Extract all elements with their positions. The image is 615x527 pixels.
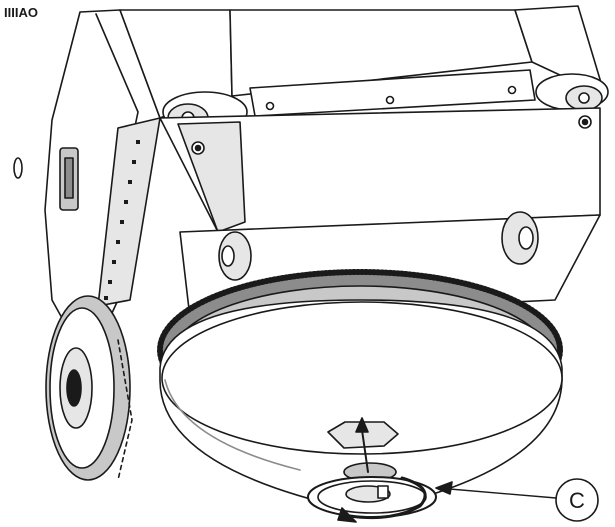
housing-screw-inner — [581, 118, 589, 126]
rotation-arrow-head — [337, 507, 357, 523]
plate-screw — [385, 95, 395, 105]
rotation-arrow — [348, 476, 427, 520]
main-housing-inner — [177, 121, 246, 233]
lower-left-roller — [218, 231, 252, 281]
transport-wheel — [45, 295, 133, 481]
lift-arrow-head — [355, 417, 369, 433]
corner-text: IIIIAO — [4, 5, 38, 20]
callout-leader-arrowhead — [435, 481, 453, 495]
plate-screw — [507, 85, 517, 95]
plate-screw — [265, 101, 275, 111]
side-oval-marker — [13, 157, 23, 179]
lift-arrow — [361, 429, 369, 473]
top-mounting-plate — [249, 69, 536, 117]
side-latch-inner — [64, 157, 74, 199]
top-right-roller — [535, 73, 609, 111]
callout-label: C — [569, 488, 585, 513]
callout-leader-line — [437, 487, 557, 499]
rail-holes — [104, 140, 140, 300]
lower-right-roller — [501, 211, 539, 265]
perforated-rail — [97, 117, 161, 307]
callout-c: C — [555, 478, 599, 522]
housing-screw-inner — [194, 144, 202, 152]
drive-disc — [159, 299, 563, 513]
